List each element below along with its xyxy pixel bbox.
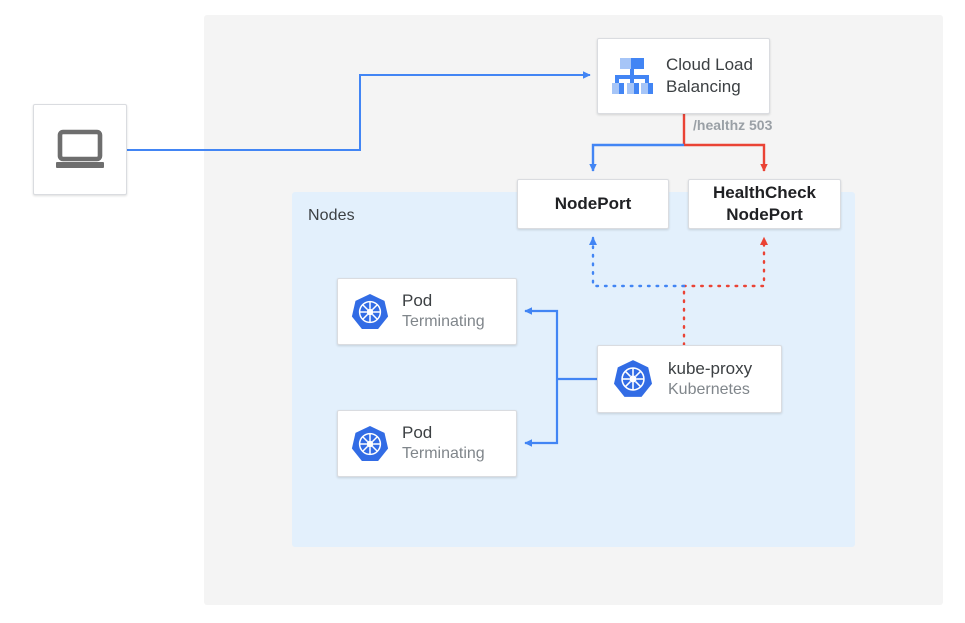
pod-node-1[interactable]: Pod Terminating [337, 278, 517, 345]
nodeport-node[interactable]: NodePort [517, 179, 669, 229]
pod-title: Pod [402, 291, 433, 311]
client-node[interactable] [33, 104, 127, 195]
pod-node-2[interactable]: Pod Terminating [337, 410, 517, 477]
kubernetes-icon [612, 358, 654, 400]
pod-status: Terminating [402, 445, 485, 463]
cloud-load-balancing-subtitle: Balancing [666, 77, 741, 96]
laptop-icon [54, 129, 106, 171]
healthcheck-nodeport-node[interactable]: HealthCheck NodePort [688, 179, 841, 229]
pod-title: Pod [402, 423, 433, 443]
pod-status: Terminating [402, 313, 485, 331]
nodes-region-label: Nodes [308, 207, 355, 224]
cloud-load-balancing-title: Cloud Load [666, 55, 753, 75]
healthcheck-nodeport-label-line-1: HealthCheck [713, 182, 816, 202]
kubernetes-icon [350, 292, 390, 332]
kube-proxy-node[interactable]: kube-proxy Kubernetes [597, 345, 782, 413]
kube-proxy-title: kube-proxy [668, 358, 753, 378]
healthz-edge-label: /healthz 503 [693, 117, 773, 133]
kubernetes-icon [350, 424, 390, 464]
nodeport-label: NodePort [554, 193, 632, 213]
cloud-load-balancing-icon [610, 55, 654, 97]
kube-proxy-subtitle: Kubernetes [668, 380, 750, 398]
cloud-load-balancing-node[interactable]: Cloud Load Balancing [597, 38, 770, 114]
healthcheck-nodeport-label-line-2: NodePort [726, 205, 803, 224]
